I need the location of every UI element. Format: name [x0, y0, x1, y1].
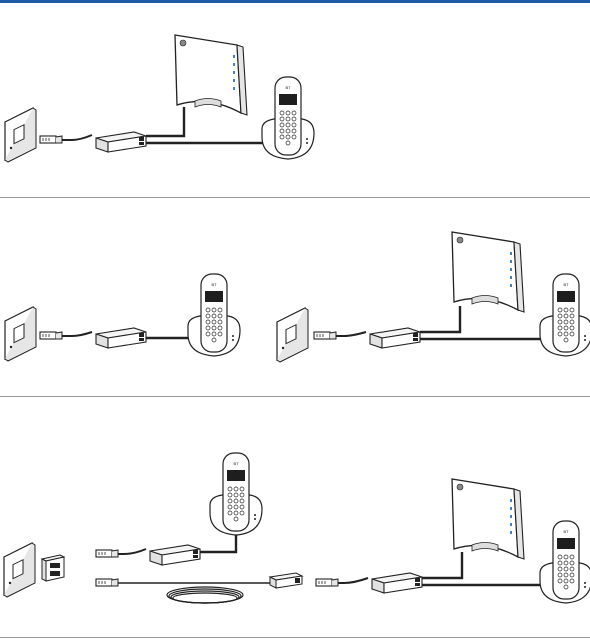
plug-icon	[40, 332, 62, 339]
hub-icon	[452, 232, 524, 312]
phone-icon	[540, 274, 590, 356]
panel-3	[0, 397, 590, 637]
panel-1-diagram	[0, 3, 590, 197]
panel-1	[0, 3, 590, 197]
microfilter-icon	[96, 328, 146, 348]
panel-2	[0, 198, 590, 396]
phone-icon	[540, 521, 590, 603]
plug-icon	[316, 579, 338, 586]
wall-socket-icon	[5, 307, 36, 361]
microfilter-icon	[150, 545, 200, 565]
cable-coil-icon	[167, 587, 243, 603]
hub-icon	[452, 479, 524, 559]
phone-icon	[210, 453, 262, 535]
panel-2-diagram	[0, 198, 590, 396]
phone-icon	[188, 274, 240, 356]
wall-socket-icon	[277, 308, 308, 362]
plug-icon	[314, 332, 336, 339]
wall-socket-icon	[4, 543, 35, 597]
microfilter-icon	[370, 328, 420, 348]
microfilter-icon	[372, 573, 422, 593]
connector-icon	[270, 573, 302, 588]
phone-icon	[262, 77, 314, 159]
plug-icon	[40, 136, 62, 143]
plug-icon	[96, 579, 118, 586]
splitter-icon	[42, 555, 64, 581]
panel-3-diagram	[0, 397, 590, 637]
hub-icon	[175, 35, 247, 115]
plug-icon	[96, 550, 118, 557]
wall-socket-icon	[5, 108, 36, 162]
divider-3	[0, 637, 590, 638]
microfilter-icon	[96, 132, 146, 152]
